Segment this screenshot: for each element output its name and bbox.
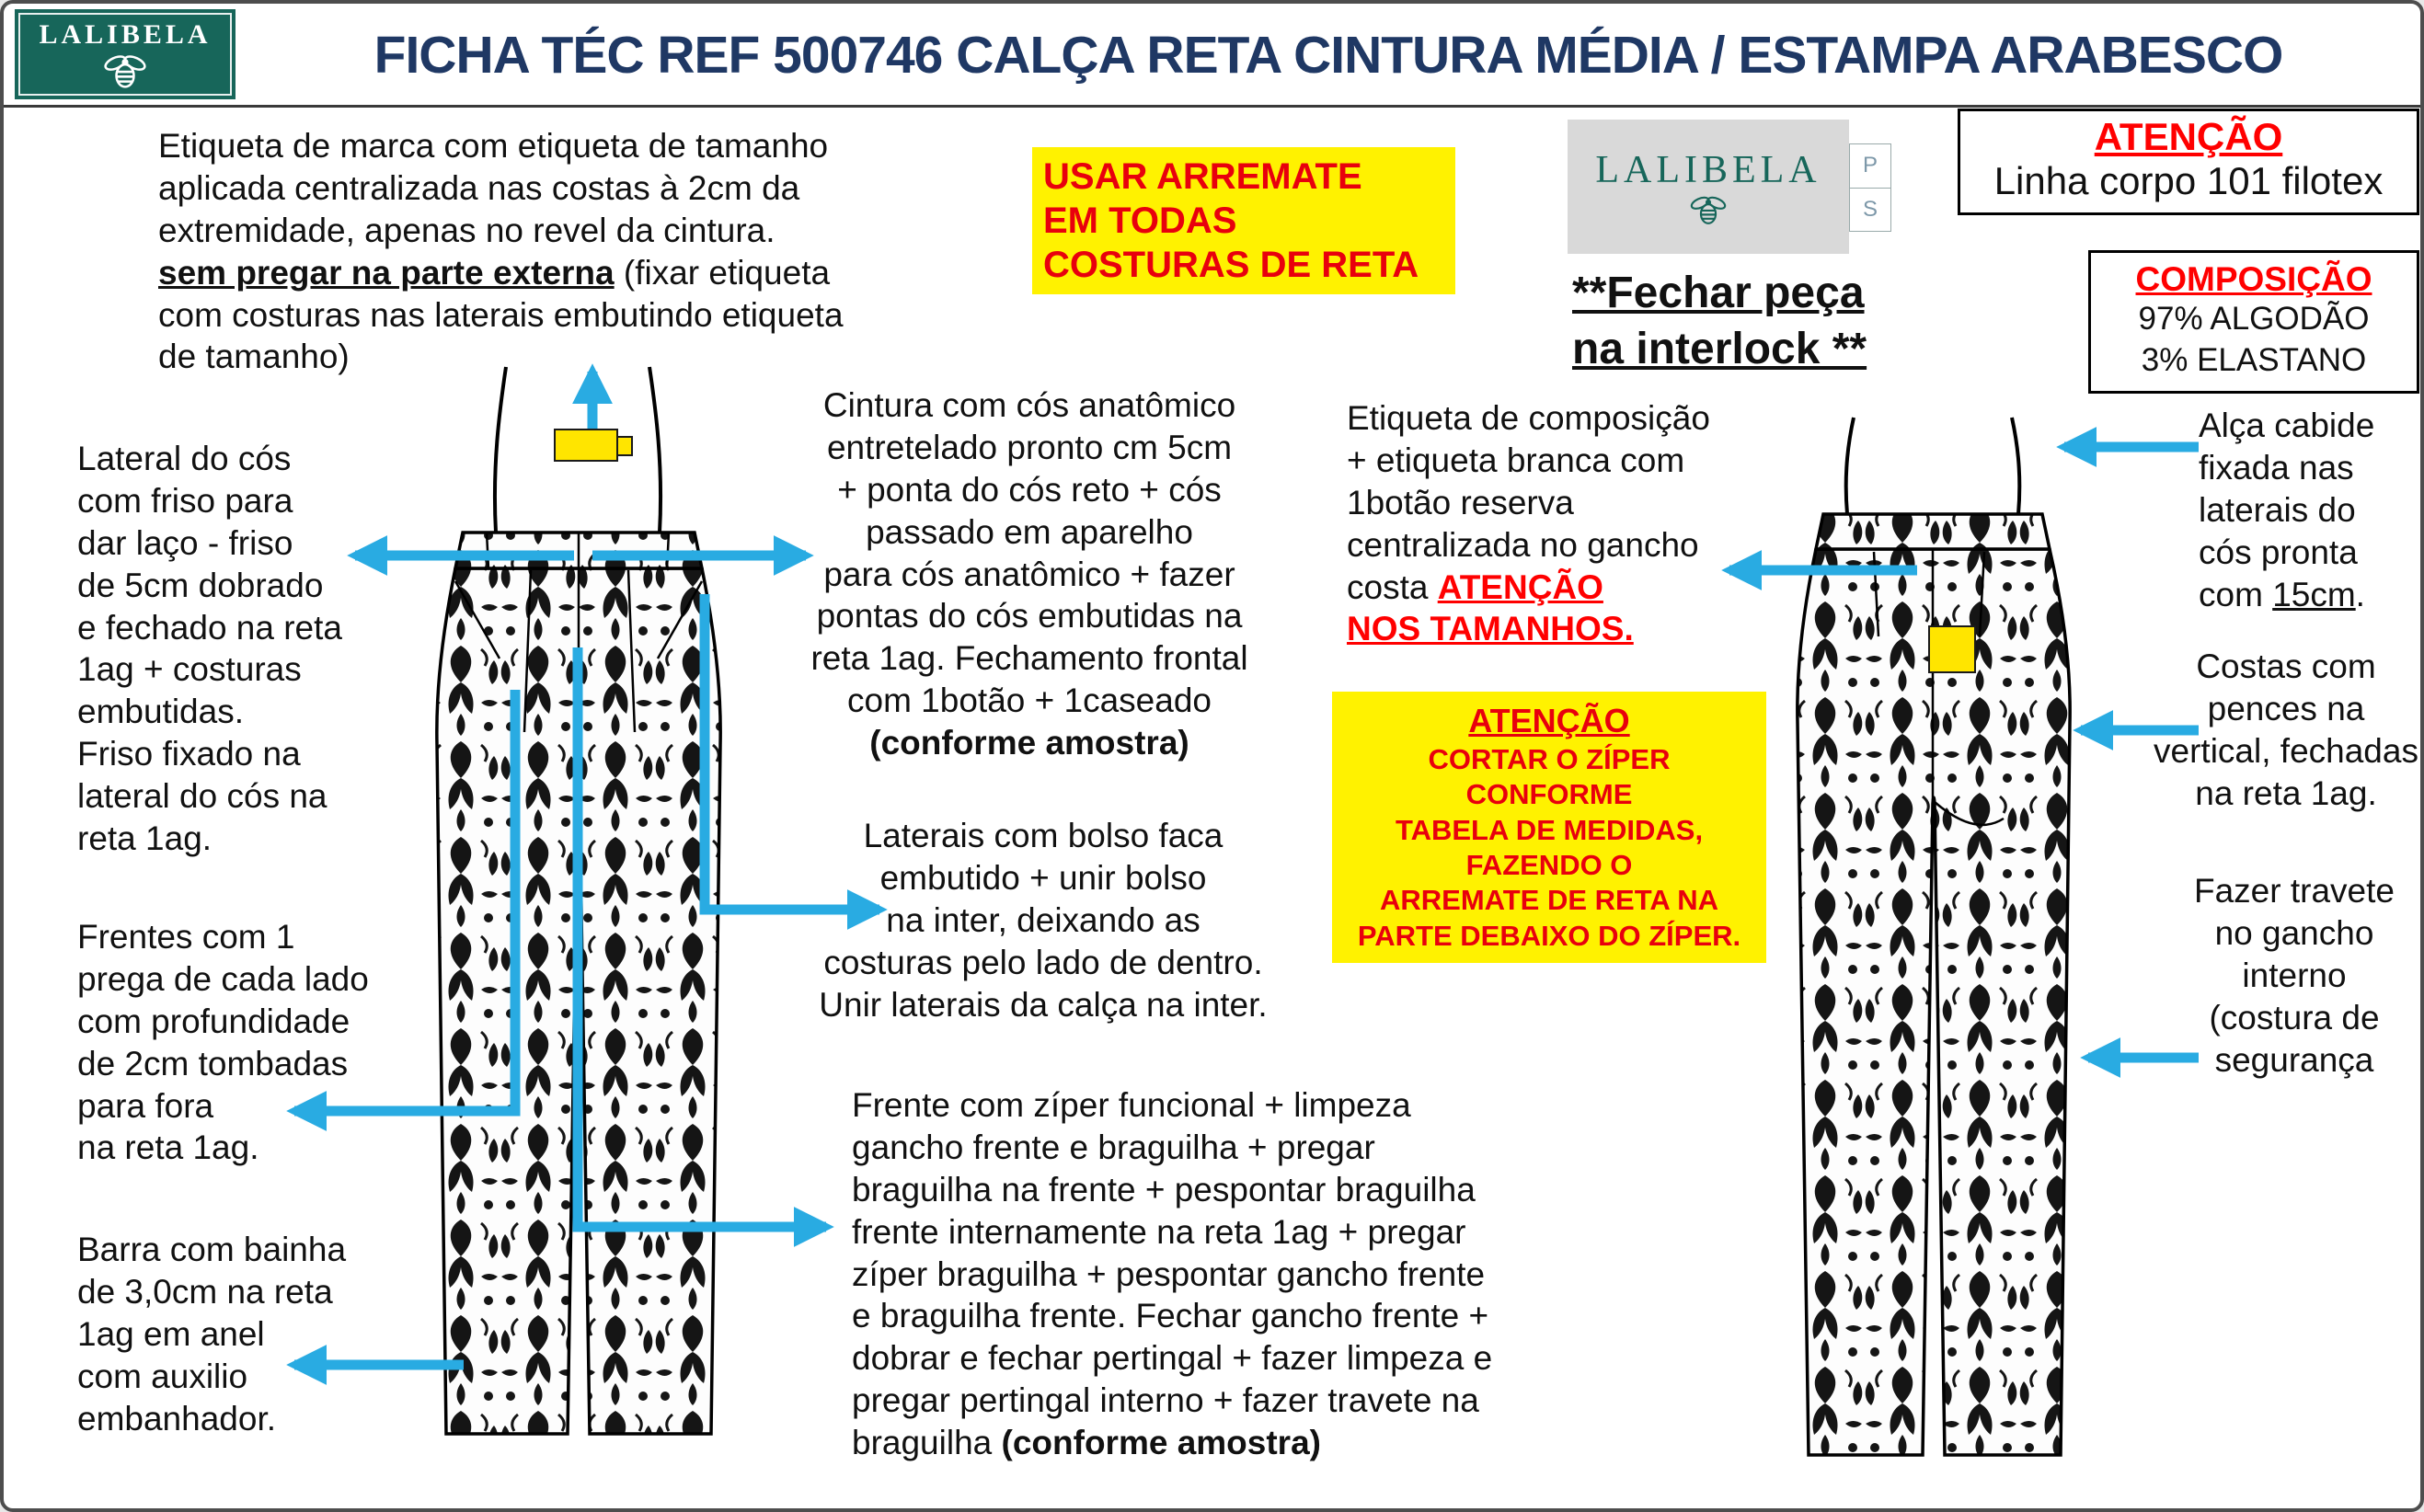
box-atencao-linha-body: Linha corpo 101 filotex [1993, 159, 2384, 202]
note-etiqueta-composicao-alert: ATENÇÃO NOS TAMANHOS. [1347, 567, 1634, 648]
highlight-usar-arremate: USAR ARREMATE EM TODAS COSTURAS DE RETA [1032, 147, 1455, 294]
note-etiqueta-composicao-text: Etiqueta de composição + etiqueta branca… [1347, 399, 1710, 606]
front-pocket-right [656, 580, 704, 659]
note-brand-label-text-2: (fixar etiqueta com costuras nas laterai… [158, 253, 844, 376]
pants-back-drawing [1796, 417, 2072, 1457]
front-waist-tag [554, 429, 618, 462]
note-alca-cabide-underline: 15cm [2272, 575, 2356, 613]
note-frente-ziper-text: Frente com zíper funcional + limpeza gan… [852, 1086, 1493, 1461]
front-hanger-strap-right [648, 366, 663, 533]
front-waist-tag-loop [616, 436, 633, 456]
brand-logo: LALIBELA [15, 9, 236, 99]
back-hanger-strap-left [1844, 417, 1855, 515]
bee-icon [1690, 196, 1727, 224]
note-etiqueta-composicao: Etiqueta de composição + etiqueta branca… [1347, 397, 1761, 650]
note-alca-cabide: Alça cabide fixada nas laterais do cós p… [2199, 405, 2419, 615]
highlight-cortar-ziper-title: ATENÇÃO [1468, 702, 1630, 739]
bee-icon [104, 55, 146, 88]
header-divider [4, 105, 2420, 108]
note-cintura-cos: Cintura com cós anatômico entretelado pr… [772, 384, 1287, 764]
box-composicao-title: COMPOSIÇÃO [2135, 260, 2372, 298]
note-cintura-cos-text: Cintura com cós anatômico entretelado pr… [810, 386, 1248, 720]
highlight-cortar-ziper-body: CORTAR O ZÍPER CONFORME TABELA DE MEDIDA… [1357, 742, 1741, 952]
size-tab-top: P [1850, 144, 1890, 189]
note-cintura-cos-bold: (conforme amostra) [869, 724, 1189, 762]
box-composicao: COMPOSIÇÃO 97% ALGODÃO 3% ELASTANO [2088, 250, 2419, 394]
note-alca-cabide-text-1: Alça cabide fixada nas laterais do cós p… [2199, 407, 2375, 613]
size-tab-bottom: S [1862, 196, 1878, 222]
garment-brand-label-text: LALIBELA [1595, 149, 1821, 191]
note-barra-bainha: Barra com bainha de 3,0cm na reta 1ag em… [77, 1231, 347, 1438]
note-lateral-cos: Lateral do cós com friso para dar laço -… [77, 440, 342, 857]
note-laterais-bolso: Laterais com bolso faca embutido + unir … [819, 817, 1268, 1024]
front-pocket-left [454, 580, 501, 659]
back-hanger-strap-right [2010, 417, 2022, 515]
front-hanger-strap-left [492, 366, 508, 533]
box-composicao-body: 97% ALGODÃO 3% ELASTANO [2138, 301, 2370, 378]
pants-front-drawing [435, 366, 722, 1436]
note-fazer-travete: Fazer travete no gancho interno (costura… [2194, 872, 2395, 1079]
note-frentes-prega: Frentes com 1 prega de cada lado com pro… [77, 918, 369, 1167]
note-fechar-interlock: **Fechar peça na interlock ** [1572, 269, 1867, 374]
note-brand-label-underline: sem pregar na parte externa [158, 253, 615, 292]
note-frente-ziper: Frente com zíper funcional + limpeza gan… [852, 1084, 1615, 1464]
note-frente-ziper-bold: (conforme amostra) [1001, 1424, 1321, 1461]
note-brand-label: Etiqueta de marca com etiqueta de tamanh… [158, 125, 949, 378]
note-costas-pences: Costas com pences na vertical, fechadas … [2154, 647, 2418, 812]
highlight-cortar-ziper: ATENÇÃO CORTAR O ZÍPER CONFORME TABELA D… [1332, 692, 1766, 964]
note-brand-label-text-1: Etiqueta de marca com etiqueta de tamanh… [158, 127, 829, 249]
page-title: FICHA TÉC REF 500746 CALÇA RETA CINTURA … [373, 26, 2284, 85]
back-gancho-line [1934, 801, 2005, 827]
box-atencao-linha-title: ATENÇÃO [2094, 115, 2283, 158]
note-alca-cabide-text-2: . [2355, 575, 2365, 613]
front-pleat-left [523, 569, 533, 733]
garment-brand-label-main: LALIBELA [1568, 120, 1849, 254]
back-waistband [1813, 512, 2052, 551]
box-atencao-linha: ATENÇÃO Linha corpo 101 filotex [1958, 109, 2419, 215]
back-pence-right [1978, 551, 1986, 637]
back-composition-tag [1928, 625, 1976, 673]
brand-logo-text: LALIBELA [39, 19, 212, 50]
